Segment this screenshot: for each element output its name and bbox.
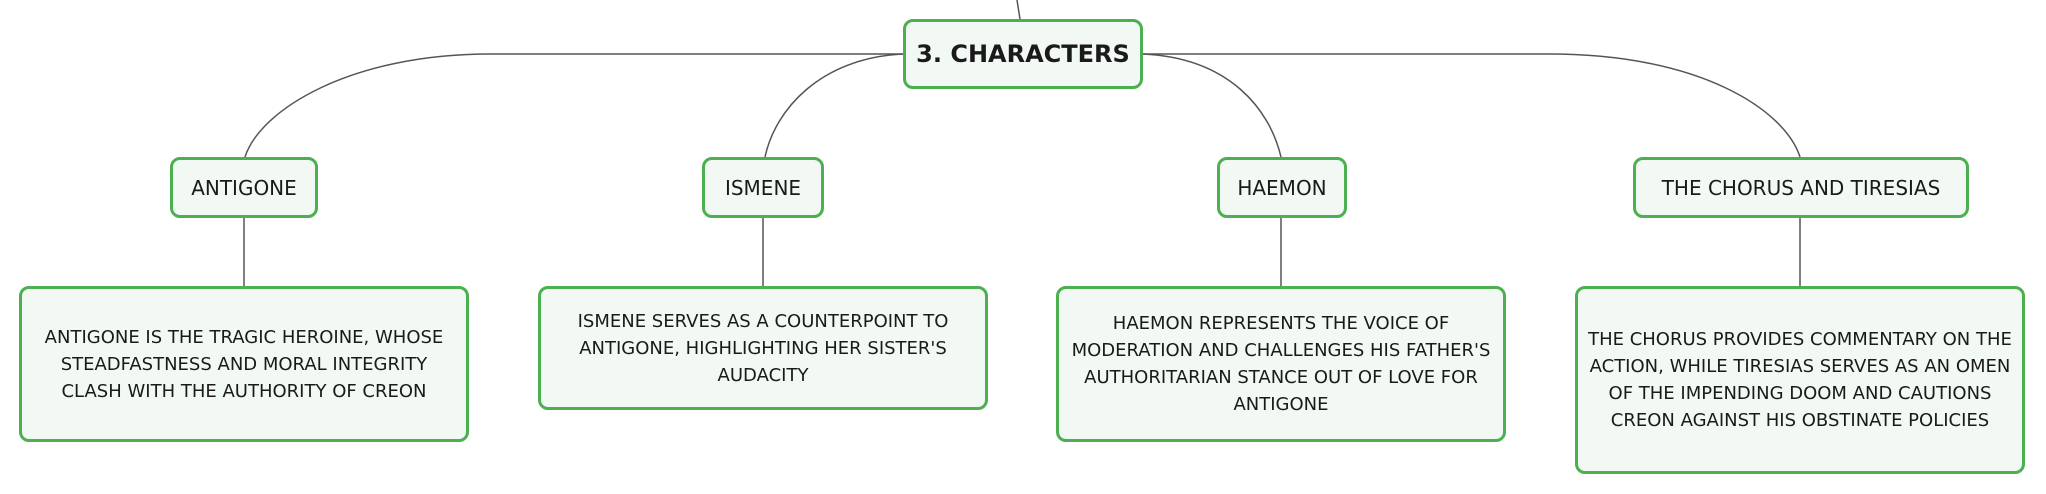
connector-root-ismene [764,53,904,158]
description-text: ISMENE SERVES AS A COUNTERPOINT TO ANTIG… [577,310,949,386]
branch-node-label: ISMENE [724,175,802,200]
branch-node-label: ANTIGONE [191,175,297,200]
branch-node-label: HAEMON [1237,175,1327,200]
branch-node-chorus-tiresias[interactable]: THE CHORUS AND TIRESIAS [1633,157,1969,218]
branch-node-ismene[interactable]: ISMENE [702,157,824,218]
description-text: ANTIGONE IS THE TRAGIC HEROINE, WHOSE ST… [44,326,444,402]
connector-root-antigone [244,53,903,158]
description-text: THE CHORUS PROVIDES COMMENTARY ON THE AC… [1588,329,2012,431]
description-node-chorus-tiresias[interactable]: THE CHORUS PROVIDES COMMENTARY ON THE AC… [1575,286,2025,474]
description-text: HAEMON REPRESENTS THE VOICE OF MODERATIO… [1071,313,1491,415]
branch-node-label: THE CHORUS AND TIRESIAS [1661,175,1941,200]
description-node-ismene[interactable]: ISMENE SERVES AS A COUNTERPOINT TO ANTIG… [538,286,988,410]
description-node-antigone[interactable]: ANTIGONE IS THE TRAGIC HEROINE, WHOSE ST… [19,286,469,442]
branch-node-antigone[interactable]: ANTIGONE [170,157,318,218]
connector-parent-stub [1016,0,1021,20]
branch-node-haemon[interactable]: HAEMON [1217,157,1347,218]
connector-root-haemon [1142,53,1282,158]
root-node-label: 3. CHARACTERS [916,40,1130,68]
description-node-haemon[interactable]: HAEMON REPRESENTS THE VOICE OF MODERATIO… [1056,286,1506,442]
root-node-characters[interactable]: 3. CHARACTERS [903,19,1143,89]
connector-root-chorus-tiresias [1143,53,1801,158]
